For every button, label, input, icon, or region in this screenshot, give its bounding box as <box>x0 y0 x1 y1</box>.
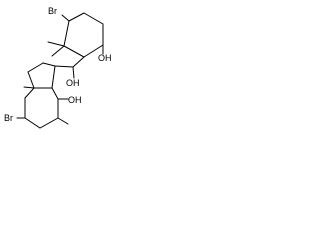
methyl-bond <box>57 117 69 125</box>
bond <box>51 65 56 89</box>
bond <box>68 12 85 22</box>
hydroxyl-label-ring: OH <box>98 53 112 63</box>
bond <box>27 71 35 89</box>
bond <box>24 87 35 99</box>
bond <box>83 12 104 25</box>
bond <box>27 62 44 73</box>
bond <box>42 62 56 67</box>
bromine-label-bottom: Br <box>4 113 13 123</box>
bond <box>24 117 41 129</box>
bond <box>63 45 85 58</box>
bond <box>54 65 74 68</box>
bromine-label-top: Br <box>48 6 57 16</box>
hydroxyl-label-linker: OH <box>66 78 80 88</box>
bottom-ring <box>16 86 69 129</box>
bond <box>83 44 104 58</box>
linker <box>54 56 85 79</box>
bond <box>72 56 85 68</box>
hydroxyl-label-bottom: OH <box>68 95 82 105</box>
br-bond <box>61 14 70 22</box>
methyl-bond <box>23 86 35 89</box>
oh-bond <box>72 66 75 79</box>
five-ring <box>27 62 56 89</box>
bond <box>51 87 59 100</box>
structure-diagram: Br OH OH Br OH <box>4 6 112 129</box>
bond <box>39 117 59 129</box>
bond <box>63 20 70 47</box>
methyl-bond <box>47 41 65 47</box>
top-ring <box>47 12 104 58</box>
methyl-bond <box>51 45 65 57</box>
molecule-canvas: Br OH OH Br OH <box>0 0 126 138</box>
